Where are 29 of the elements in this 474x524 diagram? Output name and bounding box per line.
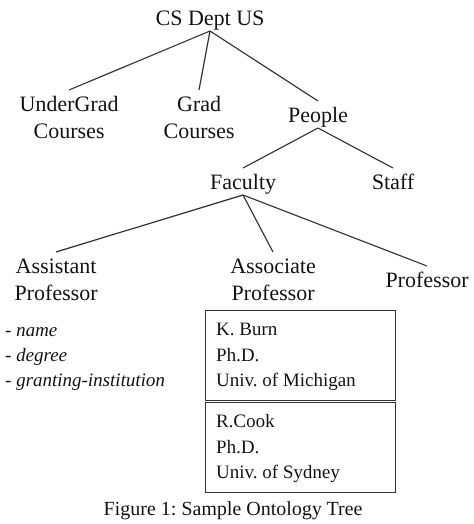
card-text: Univ. of Michigan [216, 369, 357, 393]
concept-label: Staff [362, 168, 424, 195]
card-text: Ph.D. [216, 344, 260, 368]
attribute-text: - name [5, 319, 58, 343]
instance-box [205, 310, 396, 401]
concept-label: UnderGrad Courses [8, 90, 130, 144]
tree-branch-line [210, 30, 318, 102]
tree-branch-line [242, 127, 318, 169]
attribute-text: - degree [5, 344, 68, 368]
tree-branch-line [242, 194, 428, 267]
tree-branch-line [68, 30, 210, 91]
card-text: Univ. of Sydney [216, 461, 341, 485]
card-text: K. Burn [216, 318, 278, 342]
concept-label: Faculty [200, 168, 286, 195]
concept-label: Associate Professor [218, 252, 328, 306]
tree-branch-line [56, 194, 244, 253]
concept-label: Professor [376, 266, 474, 293]
tree-branch-line [318, 127, 394, 169]
instance-box [205, 402, 396, 493]
concept-label: Grad Courses [150, 90, 248, 144]
card-text: Ph.D. [216, 436, 260, 460]
card-text: R.Cook [216, 410, 276, 434]
figure-caption: Figure 1: Sample Ontology Tree [102, 497, 364, 521]
concept-label: Assistant Professor [4, 252, 108, 306]
attribute-text: - granting-institution [5, 369, 165, 393]
tree-branch-line [242, 194, 274, 252]
concept-label: People [278, 101, 358, 128]
concept-label: CS Dept US [148, 4, 272, 31]
tree-branch-line [198, 30, 211, 90]
